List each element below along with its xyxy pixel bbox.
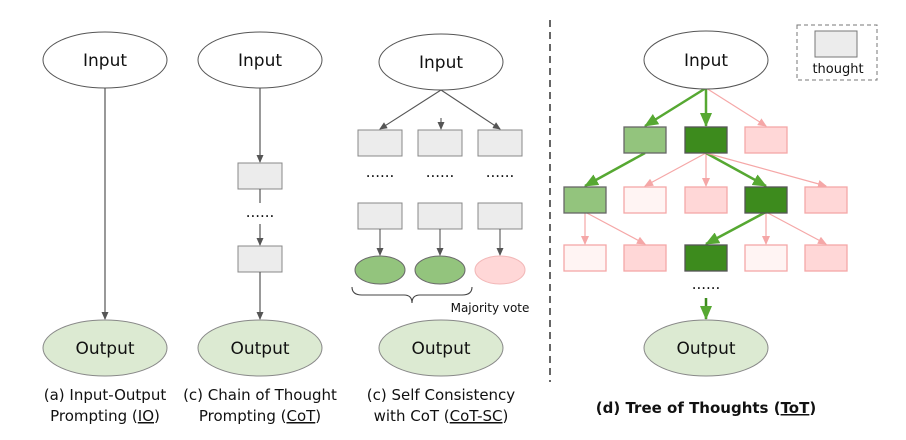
- pruned-edge: [705, 152, 827, 188]
- abbr: ToT: [781, 399, 811, 417]
- legend-label: thought: [812, 62, 863, 77]
- pruned-edge: [765, 211, 827, 245]
- panel-cot-sc: .................. Input Majority vote O…: [351, 33, 530, 425]
- output-node: [197, 319, 323, 377]
- selected-edge: [644, 86, 707, 128]
- pruned-edge: [584, 211, 646, 245]
- thought-node: [237, 162, 283, 190]
- caption-line2: Prompting (CoT): [199, 407, 321, 425]
- thought-node: [563, 244, 607, 272]
- panel-tot: Input ...... Output (d) Tree of Thoughts…: [563, 30, 848, 417]
- output-label: Output: [75, 339, 134, 359]
- legend: thought: [796, 24, 878, 81]
- panel-io: Input Output (a) Input-Output Prompting …: [42, 31, 168, 425]
- answer-node: [474, 255, 526, 285]
- abbr: CoT: [286, 407, 316, 425]
- thought-node: [477, 129, 523, 157]
- answer-node: [414, 255, 466, 285]
- thought-node: [623, 126, 667, 154]
- thought-node: [477, 202, 523, 230]
- output-label: Output: [411, 339, 470, 359]
- thought-node: [804, 244, 848, 272]
- thought-node: [744, 244, 788, 272]
- input-node: [197, 31, 323, 89]
- caption-line2: Prompting (IO): [50, 407, 160, 425]
- caption-line1: (a) Input-Output: [44, 386, 167, 404]
- thought-node: [623, 186, 667, 214]
- thought-node: [417, 129, 463, 157]
- output-label: Output: [230, 339, 289, 359]
- answer-node: [354, 255, 406, 285]
- abbr: CoT-SC: [450, 407, 503, 425]
- selected-edge: [705, 151, 767, 188]
- output-label: Output: [676, 339, 735, 359]
- pruned-edge: [705, 87, 767, 127]
- dots: ......: [366, 163, 395, 181]
- thought-legend-swatch: [814, 30, 858, 58]
- abbr: IO: [138, 407, 154, 425]
- input-label: Input: [83, 51, 127, 71]
- thought-node: [237, 245, 283, 273]
- majority-brace: [351, 286, 473, 304]
- caption-line2: with CoT (CoT-SC): [374, 407, 509, 425]
- dots: ......: [246, 203, 275, 221]
- selected-edge: [705, 210, 767, 246]
- thought-node: [684, 126, 728, 154]
- thought-node: [623, 244, 667, 272]
- output-node: [378, 319, 504, 377]
- dots: ......: [692, 275, 721, 293]
- thought-node: [744, 186, 788, 214]
- input-node: [643, 30, 769, 90]
- input-label: Input: [238, 51, 282, 71]
- caption-line1: (c) Self Consistency: [367, 386, 516, 404]
- input-node: [42, 31, 168, 89]
- pruned-edge: [644, 152, 707, 187]
- majority-vote-label: Majority vote: [451, 301, 530, 315]
- input-label: Input: [684, 51, 728, 71]
- thought-node: [563, 186, 607, 214]
- panel-cot: ...... Input Output (c) Chain of Thought…: [183, 31, 337, 425]
- thought-node: [744, 126, 788, 154]
- dots: ......: [426, 163, 455, 181]
- thought-node: [684, 244, 728, 272]
- thought-node: [684, 186, 728, 214]
- output-node: [643, 319, 769, 377]
- thought-node: [804, 186, 848, 214]
- input-node: [378, 33, 504, 91]
- output-node: [42, 319, 168, 377]
- input-label: Input: [419, 53, 463, 73]
- thought-node: [357, 202, 403, 230]
- caption-line1: (c) Chain of Thought: [183, 386, 337, 404]
- thought-node: [357, 129, 403, 157]
- thought-node: [417, 202, 463, 230]
- caption: (d) Tree of Thoughts (ToT): [596, 399, 816, 417]
- selected-edge: [584, 151, 646, 188]
- dots: ......: [486, 163, 515, 181]
